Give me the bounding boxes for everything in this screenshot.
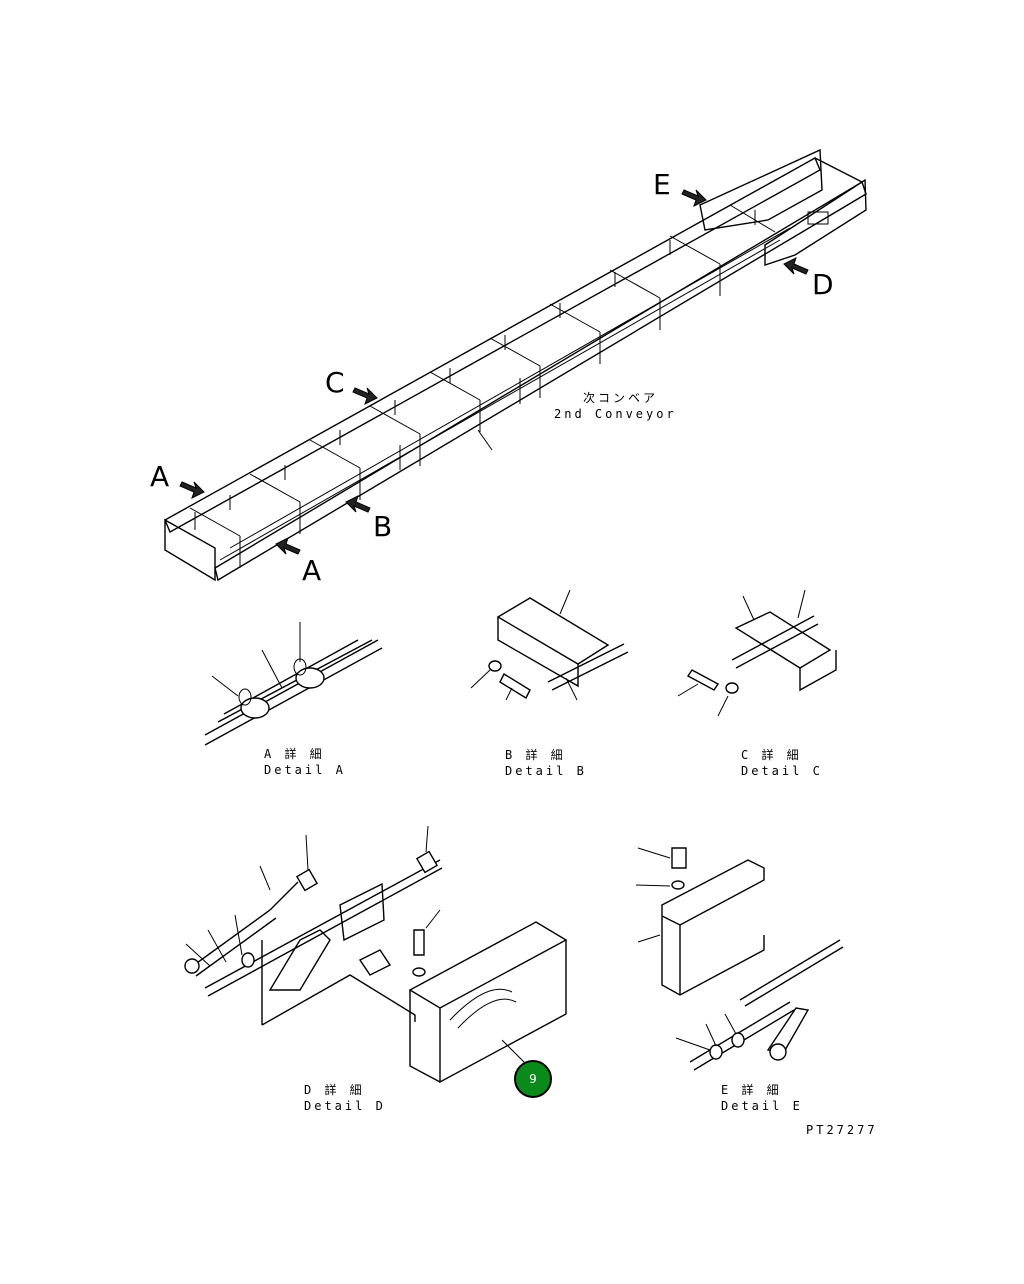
marker-e: E (653, 168, 671, 201)
drawing-number: PT27277 (806, 1123, 878, 1137)
detail-a-caption-jp: A 詳 細 (264, 747, 325, 761)
detail-e-caption-jp: E 詳 細 (721, 1083, 782, 1097)
marker-d: D (812, 268, 834, 301)
detail-d-drawing (184, 825, 568, 1084)
conveyor-title-en: 2nd Conveyor (554, 407, 677, 421)
detail-b-drawing (470, 589, 629, 701)
detail-e-drawing (635, 847, 844, 1071)
marker-a-lower: A (302, 554, 322, 587)
detail-b-caption-en: Detail B (505, 764, 587, 778)
detail-a-caption-en: Detail A (264, 763, 346, 777)
detail-a-drawing (204, 622, 383, 746)
detail-b-caption-jp: B 詳 細 (505, 748, 566, 762)
marker-c: C (325, 366, 345, 399)
detail-d-caption-jp: D 詳 細 (304, 1083, 365, 1097)
detail-c-drawing (677, 589, 837, 717)
view-arrows (179, 189, 809, 555)
detail-e-caption-en: Detail E (721, 1099, 803, 1113)
marker-a-upper: A (150, 460, 170, 493)
part-callout-9[interactable]: 9 (514, 1060, 552, 1098)
conveyor-frame (164, 148, 867, 582)
conveyor-title-jp: 次コンベア (583, 391, 659, 405)
marker-b: B (373, 510, 393, 543)
detail-c-caption-jp: C 詳 細 (741, 748, 802, 762)
detail-c-caption-en: Detail C (741, 764, 823, 778)
detail-d-caption-en: Detail D (304, 1099, 386, 1113)
